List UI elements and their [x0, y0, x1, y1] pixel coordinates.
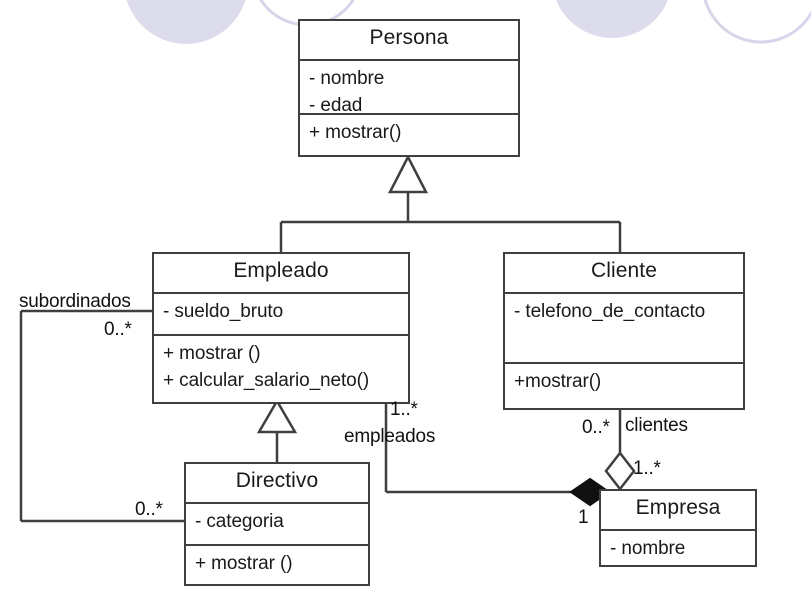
- class-operations-section-persona: + mostrar(): [300, 113, 518, 157]
- class-attributes-section-directivo: - categoria: [186, 502, 368, 544]
- class-operation: + mostrar (): [163, 343, 261, 364]
- class-box-empleado[interactable]: Empleado - sueldo_bruto + mostrar () + c…: [152, 252, 410, 404]
- class-box-directivo[interactable]: Directivo - categoria + mostrar (): [184, 462, 370, 586]
- class-attribute: - sueldo_bruto: [163, 301, 284, 322]
- class-box-empresa[interactable]: Empresa - nombre: [599, 489, 757, 567]
- class-operation: + calcular_salario_neto(): [163, 369, 370, 391]
- class-attribute: - telefono_de_contacto: [514, 301, 706, 322]
- aggregation-diamond: [604, 450, 636, 492]
- class-attribute: - nombre: [610, 538, 686, 559]
- class-title-cliente: Cliente: [590, 259, 658, 282]
- class-attribute: - categoria: [195, 511, 284, 532]
- class-title-empresa: Empresa: [635, 496, 721, 519]
- association-role-clientes: clientes: [625, 415, 688, 436]
- class-title-directivo: Directivo: [235, 469, 319, 492]
- class-box-persona[interactable]: Persona - nombre - edad + mostrar(): [298, 19, 520, 157]
- class-name-section-empresa: Empresa: [601, 491, 755, 529]
- class-operations-section-cliente: +mostrar(): [505, 362, 743, 408]
- class-box-cliente[interactable]: Cliente - telefono_de_contacto +mostrar(…: [503, 252, 745, 410]
- class-title-empleado: Empleado: [233, 259, 329, 282]
- class-operations-section-directivo: + mostrar (): [186, 544, 368, 588]
- class-name-section-persona: Persona: [300, 21, 518, 59]
- class-operation: +mostrar(): [514, 371, 602, 392]
- multiplicity-cliente-clientes: 0..*: [582, 417, 610, 438]
- class-operations-section-empleado: + mostrar () + calcular_salario_neto(): [154, 334, 408, 402]
- association-role-subordinados: subordinados: [19, 291, 131, 312]
- association-role-empleados: empleados: [344, 426, 436, 447]
- class-operation: + mostrar(): [309, 122, 402, 143]
- class-attribute: - edad: [309, 94, 363, 113]
- multiplicity-empleado-subordinados: 0..*: [104, 319, 132, 340]
- multiplicity-empresa-clientes: 1..*: [633, 458, 661, 479]
- multiplicity-empleados: 1..*: [390, 399, 418, 420]
- class-name-section-directivo: Directivo: [186, 464, 368, 502]
- class-title-persona: Persona: [369, 26, 449, 49]
- class-name-section-empleado: Empleado: [154, 254, 408, 292]
- multiplicity-directivo-subordinados: 0..*: [135, 499, 163, 520]
- class-attributes-section-empleado: - sueldo_bruto: [154, 292, 408, 334]
- class-attributes-section-cliente: - telefono_de_contacto: [505, 292, 743, 362]
- generalization-triangle-persona: [387, 154, 429, 194]
- class-attributes-section-persona: - nombre - edad: [300, 59, 518, 113]
- multiplicity-empresa-empleados: 1: [578, 507, 589, 528]
- class-name-section-cliente: Cliente: [505, 254, 743, 292]
- class-attributes-section-empresa: - nombre: [601, 529, 755, 569]
- generalization-triangle-empleado: [256, 398, 298, 434]
- class-operation: + mostrar (): [195, 553, 293, 574]
- class-attribute: - nombre: [309, 68, 385, 89]
